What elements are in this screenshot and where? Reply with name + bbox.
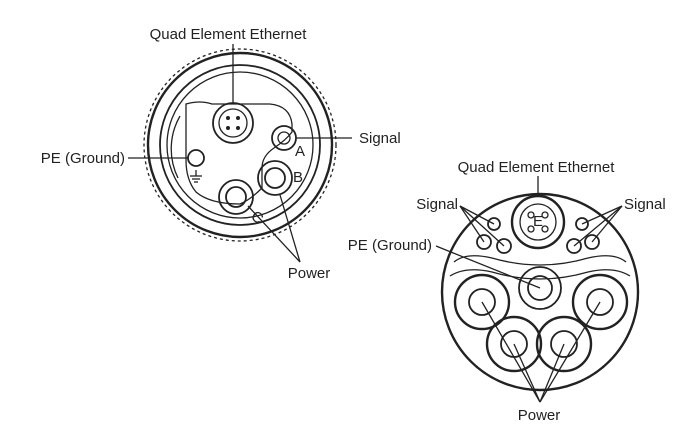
left-power-label: Power — [288, 265, 331, 282]
left-ethernet-pin-1 — [226, 116, 230, 120]
right-ethernet-pin-3 — [527, 225, 535, 233]
right-ground-pin-inner — [527, 275, 553, 301]
left-ethernet-pin-2 — [236, 116, 240, 120]
right-signal-pin-l2 — [496, 238, 512, 254]
right-signal-right-leader-3 — [581, 205, 623, 225]
right-power-pin-4-inner — [550, 330, 578, 358]
left-face-ring — [166, 71, 314, 219]
left-pin-a-label: A — [295, 143, 305, 160]
right-ground-leader — [435, 245, 541, 289]
right-signal-left-leader-3 — [459, 205, 495, 225]
right-power-label: Power — [518, 407, 561, 424]
right-chamber-contour — [453, 255, 627, 266]
left-inner-contour — [185, 101, 293, 205]
right-power-leader-2 — [539, 301, 601, 403]
right-power-pin-2-outer — [571, 273, 629, 331]
left-power-pin-c-outer — [218, 179, 254, 215]
right-connector: E Quad Element Ethernet — [348, 159, 666, 424]
left-signal-label: Signal — [359, 130, 401, 147]
right-signal-left-label: Signal — [416, 196, 458, 213]
right-signal-right-leader-2 — [573, 205, 623, 247]
left-power-pin-c-inner — [225, 186, 247, 208]
left-power-leader-2 — [279, 194, 301, 263]
left-signal-pin-outer — [271, 125, 297, 151]
right-signal-right-label: Signal — [624, 196, 666, 213]
right-signal-pin-r2 — [566, 238, 582, 254]
right-power-leader-4 — [539, 343, 565, 403]
left-pin-b-label: B — [293, 169, 303, 186]
left-connector: A B C Quad Element Ethernet Signal PE (G… — [41, 26, 401, 282]
left-power-pin-b-outer — [257, 160, 293, 196]
right-power-leader-1 — [481, 301, 541, 403]
left-inner-ring — [159, 64, 321, 226]
right-ethernet-pin-2 — [541, 211, 549, 219]
left-ethernet-pin-3 — [226, 126, 230, 130]
right-power-pin-4-outer — [535, 315, 593, 373]
right-ground-pin-outer — [518, 266, 562, 310]
left-guide-arc — [170, 115, 181, 179]
left-ground-label: PE (Ground) — [41, 150, 125, 167]
left-ethernet-pin-4 — [236, 126, 240, 130]
left-ground-pin — [187, 149, 205, 167]
right-signal-left-leader-1 — [459, 205, 485, 243]
left-outer-rim — [143, 48, 337, 242]
right-ethernet-core — [519, 203, 557, 241]
left-power-leader-1 — [247, 205, 301, 263]
right-signal-pin-r3 — [575, 217, 589, 231]
left-power-pin-b-inner — [264, 167, 286, 189]
right-ethernet-pin-1 — [527, 211, 535, 219]
right-power-pin-1-outer — [453, 273, 511, 331]
right-power-pin-3-outer — [485, 315, 543, 373]
right-chamber-contour-lower — [449, 269, 631, 280]
left-ethernet-core — [218, 108, 248, 138]
right-signal-pin-l3 — [487, 217, 501, 231]
right-outer-ring — [440, 192, 640, 392]
left-rim-ring — [146, 51, 334, 239]
right-signal-left-leader-2 — [459, 205, 505, 247]
right-signal-pin-l1 — [476, 234, 492, 250]
right-signal-right-leader-1 — [591, 205, 623, 243]
right-ethernet-label: Quad Element Ethernet — [458, 159, 616, 176]
right-signal-pin-r1 — [584, 234, 600, 250]
left-signal-pin-inner — [277, 131, 291, 145]
right-center-mark: E — [533, 213, 543, 230]
left-ethernet-label: Quad Element Ethernet — [150, 26, 308, 43]
ground-symbol-icon — [190, 170, 202, 183]
right-power-pin-1-inner — [468, 288, 496, 316]
right-power-pin-2-inner — [586, 288, 614, 316]
right-power-leader-3 — [513, 343, 541, 403]
right-ground-label: PE (Ground) — [348, 237, 432, 254]
right-ethernet-pin-4 — [541, 225, 549, 233]
